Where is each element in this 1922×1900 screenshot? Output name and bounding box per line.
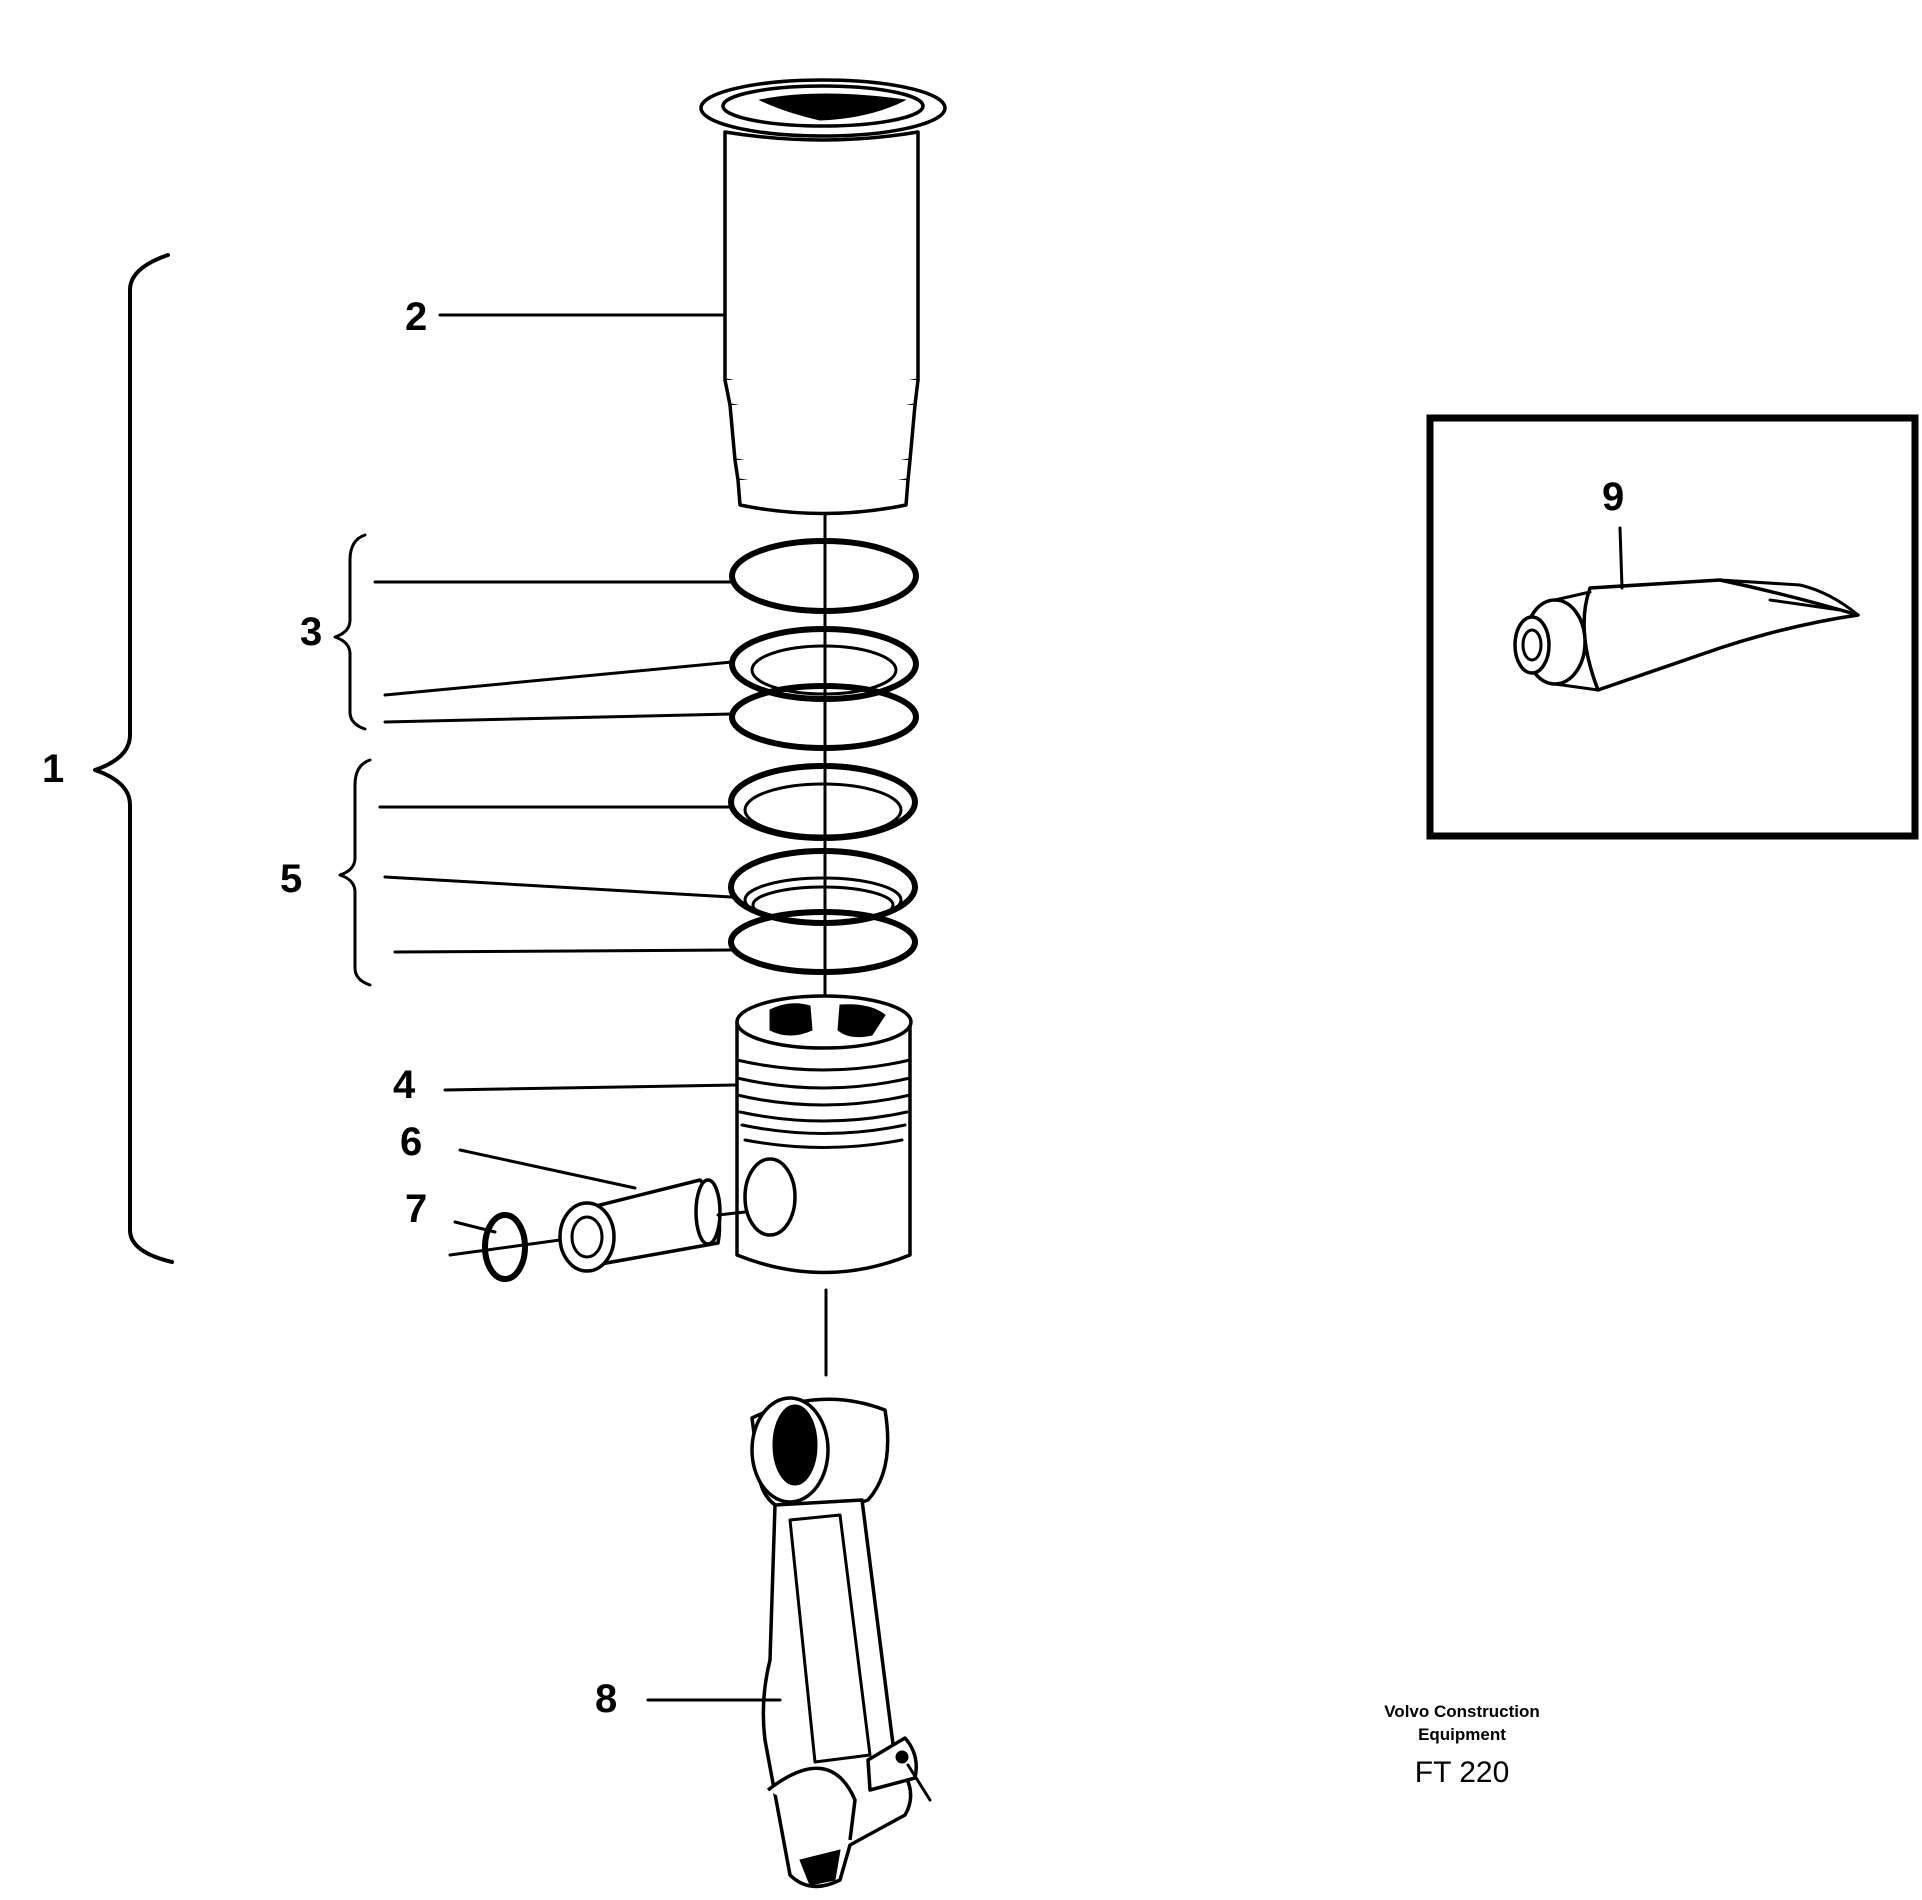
bracket-1 — [93, 253, 174, 1264]
callout-4: 4 — [393, 1063, 416, 1107]
cylinder-liner — [699, 78, 947, 516]
sealant-tube — [1513, 578, 1860, 692]
piston-pin — [558, 1178, 722, 1273]
credit-line-2: Equipment — [1418, 1725, 1506, 1744]
callout-6: 6 — [400, 1120, 422, 1164]
leader-line-5b — [383, 875, 733, 899]
leader-line-4 — [443, 1083, 738, 1092]
callout-1: 1 — [42, 747, 64, 791]
piston — [735, 994, 913, 1275]
callout-2: 2 — [405, 295, 427, 339]
pin-axis-line — [716, 1210, 747, 1217]
leader-line-3b — [383, 660, 734, 697]
figure-code: FT 220 — [1415, 1756, 1510, 1789]
connecting-rod — [750, 1396, 932, 1889]
leader-line-3c — [383, 712, 734, 724]
leader-line-7a — [453, 1220, 497, 1234]
callout-9: 9 — [1602, 475, 1624, 519]
bracket-3 — [333, 533, 367, 731]
sealing-rings — [729, 538, 919, 751]
callout-8: 8 — [595, 1677, 617, 1721]
leader-line-6 — [458, 1148, 637, 1190]
leader-line-7b — [448, 1238, 562, 1257]
bracket-5 — [338, 758, 372, 987]
leader-line-9 — [1618, 526, 1624, 590]
callout-7: 7 — [405, 1187, 427, 1231]
leader-line-5c — [393, 948, 733, 954]
credit-line-1: Volvo Construction — [1384, 1702, 1540, 1721]
piston-rings — [728, 763, 918, 975]
inset-box — [1426, 414, 1919, 840]
circlip — [482, 1212, 528, 1282]
callout-3: 3 — [300, 610, 322, 654]
callout-5: 5 — [280, 857, 302, 901]
publisher-credit: Volvo Construction Equipment FT 220 — [1384, 1702, 1540, 1789]
